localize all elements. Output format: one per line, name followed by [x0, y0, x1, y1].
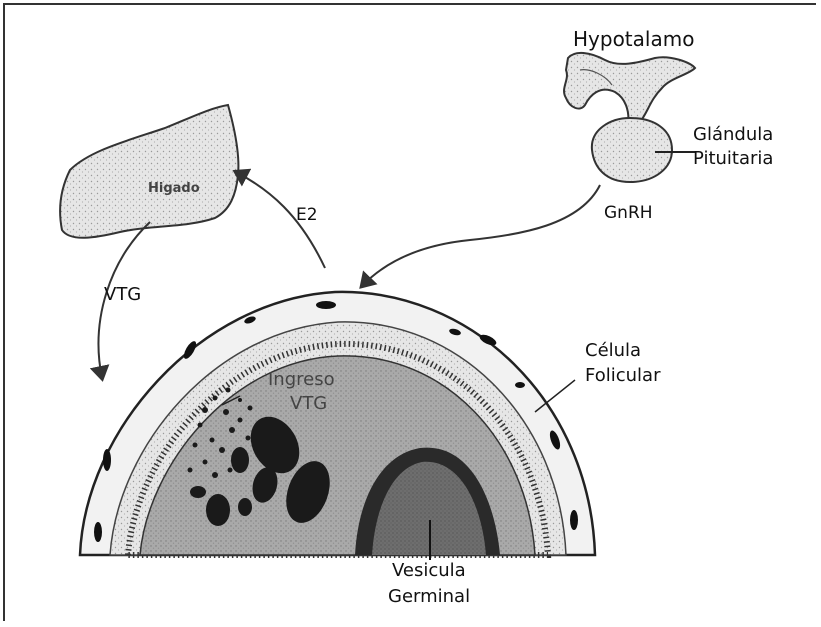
label-liver: Higado: [148, 181, 200, 196]
label-follicular-1: Célula: [585, 340, 641, 361]
label-vtg: VTG: [104, 284, 141, 305]
gnrh-arrow: [362, 185, 600, 286]
label-gnrh: GnRH: [604, 203, 653, 223]
label-ingress-2: VTG: [290, 393, 327, 414]
liver-shape: [60, 105, 238, 238]
label-follicular-2: Folicular: [585, 365, 661, 386]
label-germinal-1: Vesicula: [392, 560, 466, 581]
pituitary-gland-shape: [592, 118, 672, 182]
label-pituitary-2: Pituitaria: [693, 148, 773, 169]
label-hypothalamus: Hypotalamo: [573, 27, 694, 51]
hypothalamus-shape: [564, 53, 695, 126]
label-ingress-1: Ingreso: [268, 369, 335, 390]
label-germinal-2: Germinal: [388, 586, 470, 607]
label-e2: E2: [296, 205, 318, 225]
label-pituitary-1: Glándula: [693, 124, 773, 145]
